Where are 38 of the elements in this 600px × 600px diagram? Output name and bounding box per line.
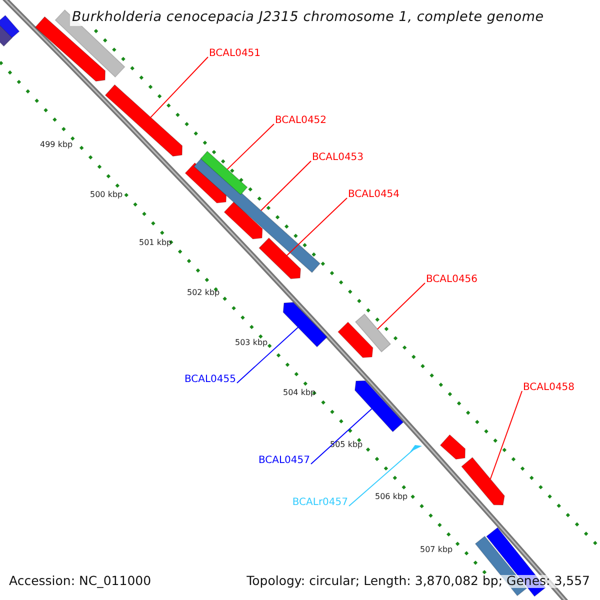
leader-line: [236, 326, 298, 384]
gene-bar: [461, 456, 505, 506]
gene-bar: [104, 84, 183, 157]
gene-bar: [354, 314, 392, 352]
gene-bar: [282, 302, 328, 348]
position-label: 507 kbp: [420, 546, 453, 554]
gene-label: BCAL0453: [312, 153, 364, 163]
leader-line: [377, 282, 426, 330]
gene-label: BCAL0455: [184, 375, 236, 385]
gene-bar: [354, 380, 404, 432]
position-label: 502 kbp: [187, 289, 220, 297]
position-label: 506 kbp: [375, 493, 408, 501]
position-label: 499 kbp: [40, 141, 73, 149]
leader-line: [260, 160, 312, 211]
gene-label: BCALr0457: [292, 498, 348, 508]
gene-marker: [410, 445, 422, 452]
gene-label: BCAL0452: [275, 116, 327, 126]
position-label: 501 kbp: [139, 239, 172, 247]
leader-line: [310, 408, 372, 464]
gene-label: BCAL0458: [523, 383, 575, 393]
leader-line: [490, 390, 522, 480]
gene-bar: [258, 237, 302, 280]
leader-line: [150, 56, 208, 118]
genome-info-text: Topology: circular; Length: 3,870,082 bp; Genes: 3,557: [246, 575, 590, 588]
gene-label: BCAL0454: [348, 190, 400, 200]
leader-line: [226, 124, 274, 170]
leader-line: [286, 198, 348, 256]
leader-line: [348, 450, 414, 506]
gene-label: BCAL0456: [426, 275, 478, 285]
position-label: 503 kbp: [235, 339, 268, 347]
position-label: 504 kbp: [283, 389, 316, 397]
position-label: 505 kbp: [330, 441, 363, 449]
gene-label: BCAL0457: [258, 456, 310, 466]
gene-label: BCAL0451: [209, 49, 261, 59]
accession-text: Accession: NC_011000: [9, 575, 152, 588]
gene-bar: [200, 150, 248, 196]
title: Burkholderia cenocepacia J2315 chromosome 1, complete genome: [70, 10, 546, 26]
position-label: 500 kbp: [90, 191, 123, 199]
